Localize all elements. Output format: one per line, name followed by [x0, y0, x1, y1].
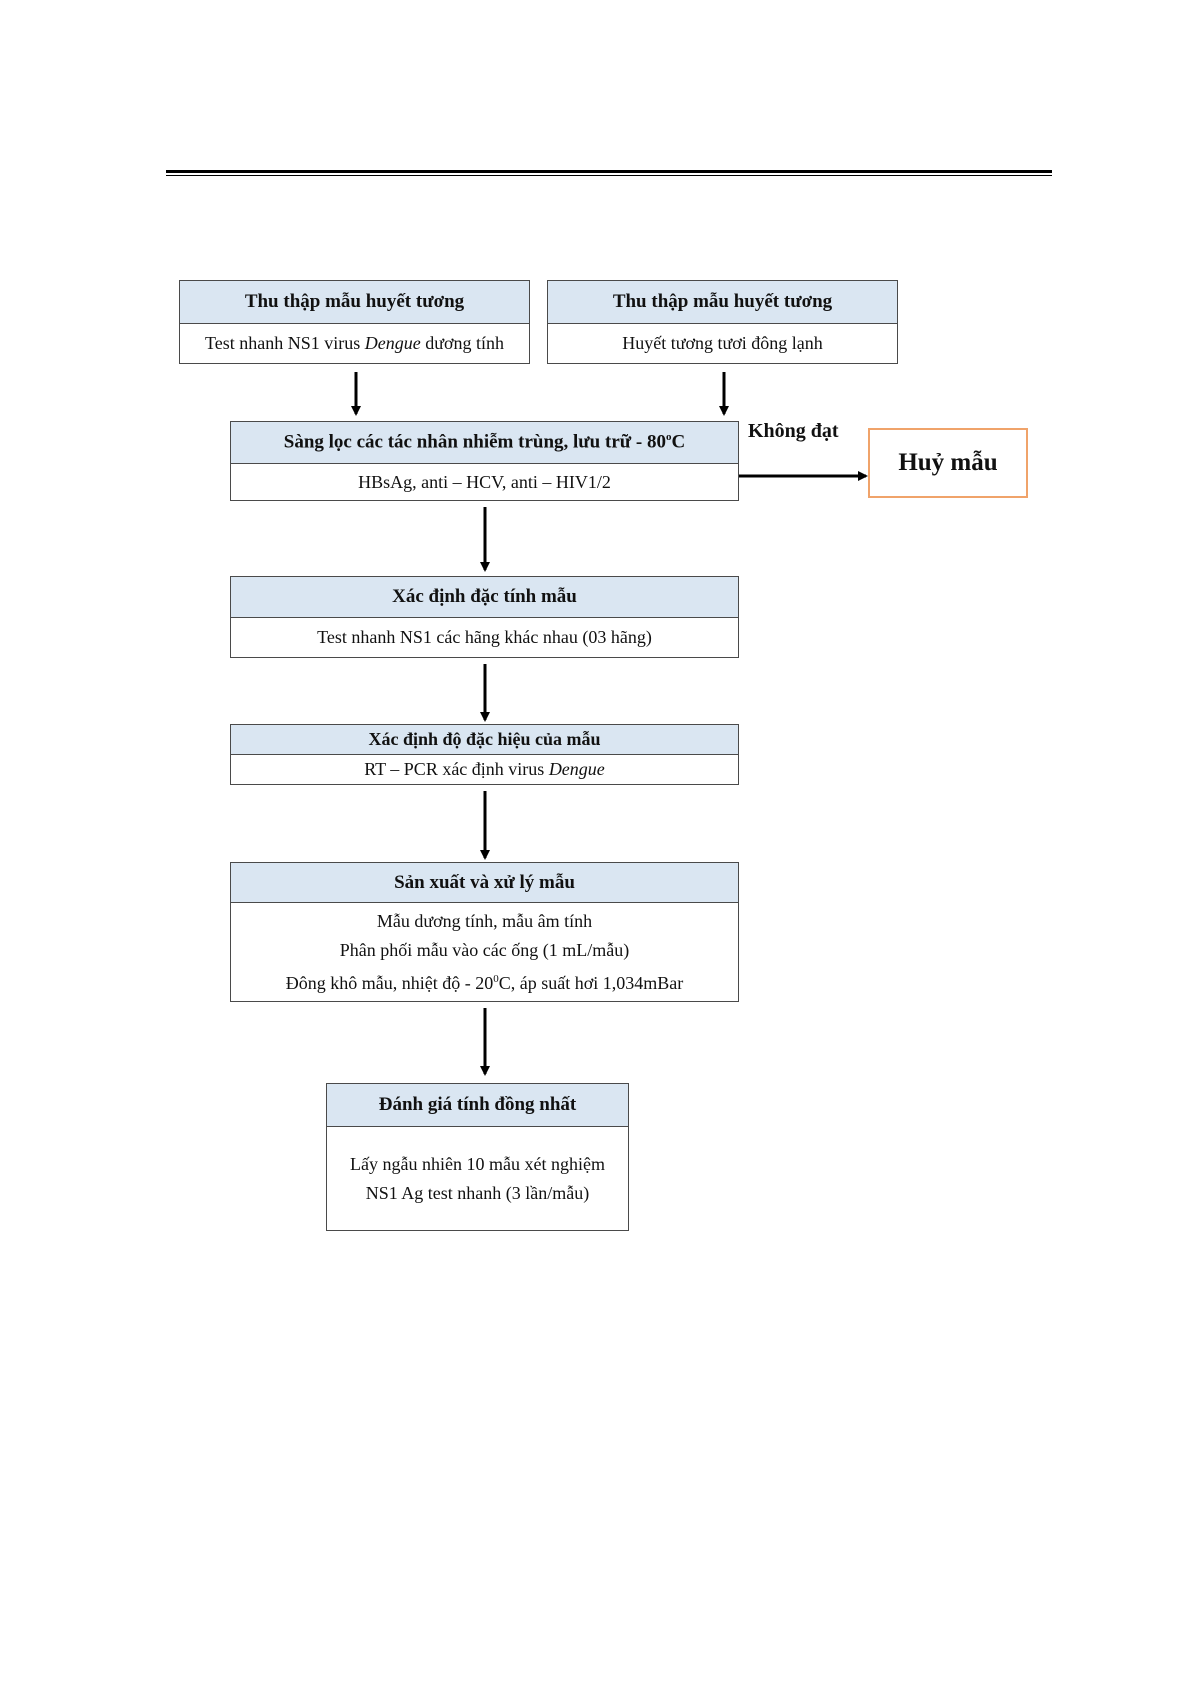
- box-production: Sản xuất và xử lý mẫu Mẫu dương tính, mẫ…: [230, 862, 739, 1002]
- box-specificity-title: Xác định độ đặc hiệu của mẫu: [231, 725, 738, 755]
- text-part: RT – PCR xác định virus: [364, 759, 549, 779]
- production-line-2: Phân phối mẫu vào các ống (1 mL/mẫu): [339, 939, 630, 960]
- box-collect-ns1-body: Test nhanh NS1 virus Dengue dương tính: [180, 324, 529, 363]
- box-reject: Huỷ mẫu: [868, 428, 1028, 498]
- header-rule-thin: [166, 175, 1052, 176]
- box-production-title: Sản xuất và xử lý mẫu: [231, 863, 738, 903]
- box-collect-ns1: Thu thập mẫu huyết tương Test nhanh NS1 …: [179, 280, 530, 364]
- text-italic: Dengue: [364, 333, 421, 353]
- text-part: C, áp suất hơi 1,034mBar: [498, 972, 684, 993]
- production-line-3: Đông khô mẫu, nhiệt độ - 200C, áp suất h…: [286, 965, 683, 998]
- box-production-body: Mẫu dương tính, mẫu âm tính Phân phối mẫ…: [231, 903, 738, 1001]
- box-collect-plasma-title: Thu thập mẫu huyết tương: [548, 281, 897, 324]
- text-superscript: 0: [493, 972, 499, 985]
- box-screening: Sàng lọc các tác nhân nhiễm trùng, lưu t…: [230, 421, 739, 501]
- box-screening-title: Sàng lọc các tác nhân nhiễm trùng, lưu t…: [231, 422, 738, 464]
- text-italic: Dengue: [548, 759, 605, 779]
- text-part: Test nhanh NS1 virus: [205, 333, 365, 353]
- box-characterize-title: Xác định đặc tính mẫu: [231, 577, 738, 618]
- box-specificity: Xác định độ đặc hiệu của mẫu RT – PCR xá…: [230, 724, 739, 785]
- box-homogeneity-title: Đánh giá tính đồng nhất: [327, 1084, 628, 1127]
- production-line-1: Mẫu dương tính, mẫu âm tính: [376, 910, 593, 931]
- box-characterize: Xác định đặc tính mẫu Test nhanh NS1 các…: [230, 576, 739, 658]
- box-characterize-body: Test nhanh NS1 các hãng khác nhau (03 hã…: [317, 627, 652, 647]
- box-screening-body: HBsAg, anti – HCV, anti – HIV1/2: [358, 471, 611, 492]
- box-collect-plasma-body: Huyết tương tươi đông lạnh: [622, 333, 823, 353]
- box-homogeneity-body: Lấy ngẫu nhiên 10 mẫu xét nghiệm NS1 Ag …: [327, 1127, 628, 1230]
- text-part: dương tính: [420, 333, 504, 353]
- text-part: C: [671, 431, 686, 453]
- homogeneity-line-2: NS1 Ag test nhanh (3 lần/mẫu): [365, 1182, 590, 1203]
- text-superscript: o: [666, 431, 672, 444]
- box-collect-plasma: Thu thập mẫu huyết tương Huyết tương tươ…: [547, 280, 898, 364]
- text-part: Đông khô mẫu, nhiệt độ - 20: [285, 972, 494, 993]
- homogeneity-line-1: Lấy ngẫu nhiên 10 mẫu xét nghiệm: [350, 1153, 605, 1174]
- box-collect-ns1-title: Thu thập mẫu huyết tương: [180, 281, 529, 324]
- branch-label-fail: Không đạt: [748, 420, 839, 442]
- header-rule-thick: [166, 170, 1052, 173]
- box-specificity-body: RT – PCR xác định virus Dengue: [231, 755, 738, 784]
- box-homogeneity: Đánh giá tính đồng nhất Lấy ngẫu nhiên 1…: [326, 1083, 629, 1231]
- text-part: Sàng lọc các tác nhân nhiễm trùng, lưu t…: [283, 431, 666, 453]
